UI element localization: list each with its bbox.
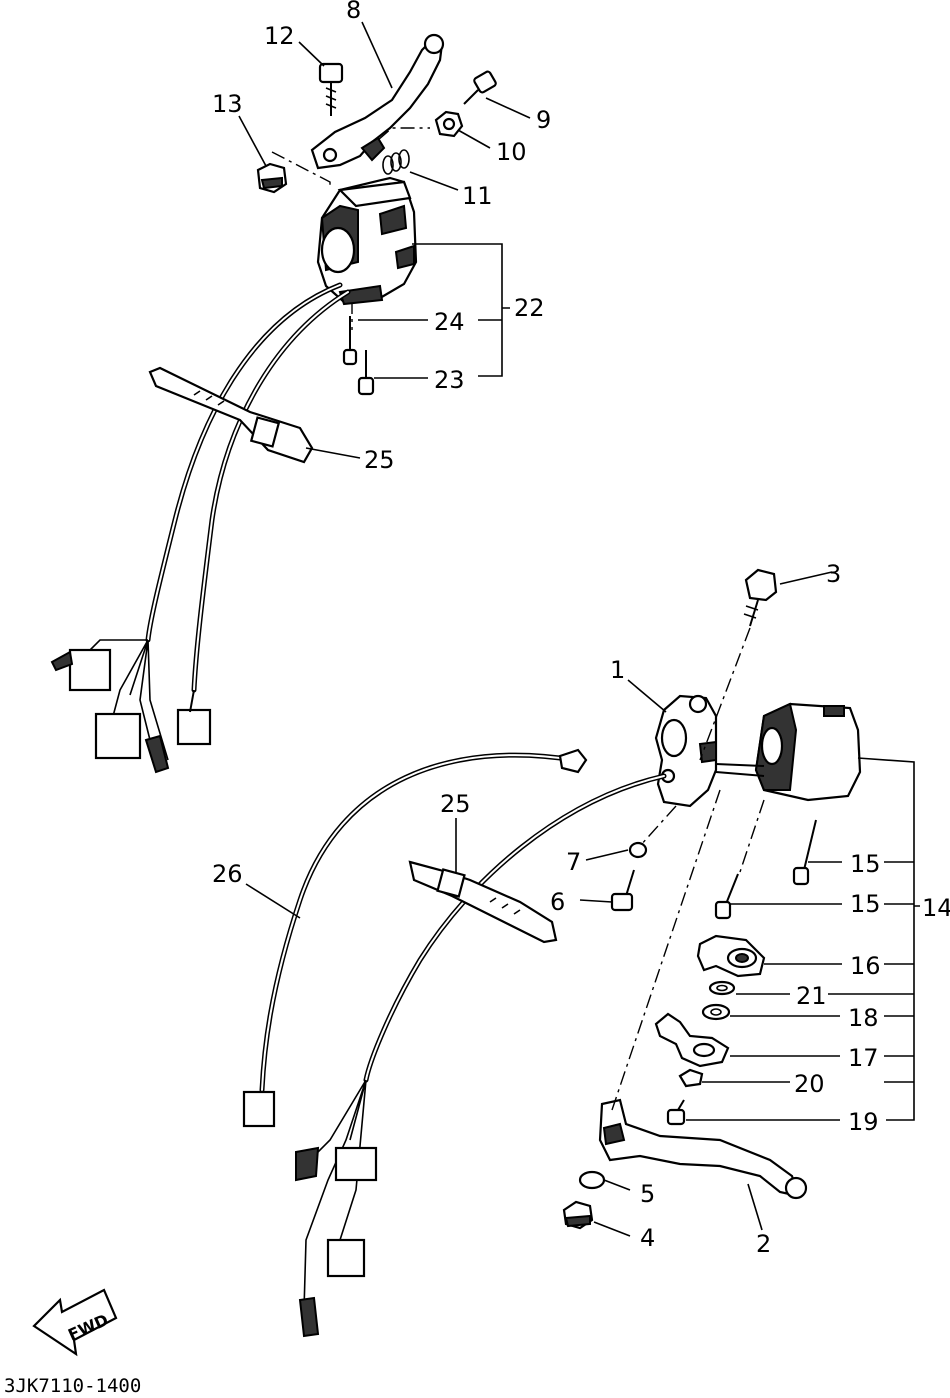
leader-line [579, 899, 613, 903]
leader-line [747, 1183, 763, 1231]
leader-line [593, 1221, 631, 1237]
callout-15a: 15 [850, 850, 881, 878]
diagram-code: 3JK7110-1400 [4, 1375, 141, 1397]
callout-5: 5 [640, 1180, 655, 1208]
clip-part-20 [678, 1068, 704, 1088]
callout-14: 14 [922, 894, 950, 922]
washer-part-5 [578, 1170, 606, 1190]
callout-4: 4 [640, 1224, 655, 1252]
leader-line [409, 171, 459, 191]
screw-part-15b [714, 873, 739, 920]
leader-line [238, 115, 267, 167]
callout-11: 11 [462, 182, 493, 210]
leader-line [305, 447, 361, 459]
alignment-line [739, 799, 765, 873]
fwd-direction-arrow: FWD [32, 1288, 118, 1357]
bolt-part-12 [318, 62, 344, 116]
callout-6: 6 [550, 888, 565, 916]
callout-25-lower: 25 [440, 790, 471, 818]
left-switch-wiring [50, 282, 351, 774]
nut-part-10 [434, 110, 464, 138]
callout-13: 13 [212, 90, 243, 118]
cable-tie-lower [408, 860, 558, 944]
leader-line [298, 41, 325, 67]
callout-21: 21 [796, 982, 827, 1010]
washer-part-18 [701, 1003, 731, 1021]
callout-2: 2 [756, 1230, 771, 1258]
callout-17: 17 [848, 1044, 879, 1072]
alignment-line [377, 127, 430, 141]
spring-part-11 [382, 149, 410, 175]
callout-9: 9 [536, 106, 551, 134]
lever-part-8 [310, 33, 445, 170]
callout-7: 7 [566, 848, 581, 876]
leader-line [603, 1179, 631, 1191]
bracket-14 [828, 757, 920, 1121]
callout-25-upper: 25 [364, 446, 395, 474]
lever-part-2 [598, 1098, 808, 1200]
screw-part-19 [666, 1099, 686, 1126]
throttle-part-16 [696, 934, 766, 978]
screw-part-24 [342, 316, 358, 366]
alignment-line [271, 151, 331, 186]
callout-8: 8 [346, 0, 361, 24]
callout-16: 16 [850, 952, 881, 980]
callout-18: 18 [848, 1004, 879, 1032]
callout-23: 23 [434, 366, 465, 394]
callout-24: 24 [434, 308, 465, 336]
alignment-line [699, 627, 751, 761]
callout-22: 22 [514, 294, 545, 322]
washer-part-21 [708, 980, 736, 996]
callout-12: 12 [264, 22, 295, 50]
callout-10: 10 [496, 138, 527, 166]
leader-line [779, 571, 833, 585]
callout-3: 3 [826, 560, 841, 588]
bolt-part-9 [463, 70, 497, 105]
callout-20: 20 [794, 1070, 825, 1098]
screw-part-23 [357, 350, 375, 396]
leader-line [245, 883, 301, 919]
leader-line [361, 21, 393, 89]
leader-line [585, 849, 629, 861]
callout-19: 19 [848, 1108, 879, 1136]
switch-lever-part-17 [654, 1012, 730, 1068]
washer-part-7 [628, 841, 648, 859]
right-switch-housing [715, 702, 862, 802]
leader-line [457, 129, 491, 149]
left-switch-housing [316, 176, 418, 306]
bolt-part-3 [743, 568, 778, 627]
screw-part-15a [792, 819, 817, 886]
bracket-22 [412, 243, 510, 377]
callout-15b: 15 [850, 890, 881, 918]
alignment-line [639, 805, 677, 847]
cable-tie-upper [148, 366, 314, 464]
bolt-part-6 [610, 869, 635, 912]
leader-line [485, 97, 531, 119]
nut-part-4 [562, 1200, 594, 1230]
alignment-line [611, 789, 721, 1111]
callout-26: 26 [212, 860, 243, 888]
leader-line [627, 679, 667, 713]
callout-1: 1 [610, 656, 625, 684]
cable-part-26 [242, 748, 588, 1128]
nut-part-13 [256, 162, 288, 194]
lever-bracket-part-1 [654, 694, 718, 808]
right-switch-wiring [295, 773, 667, 1338]
